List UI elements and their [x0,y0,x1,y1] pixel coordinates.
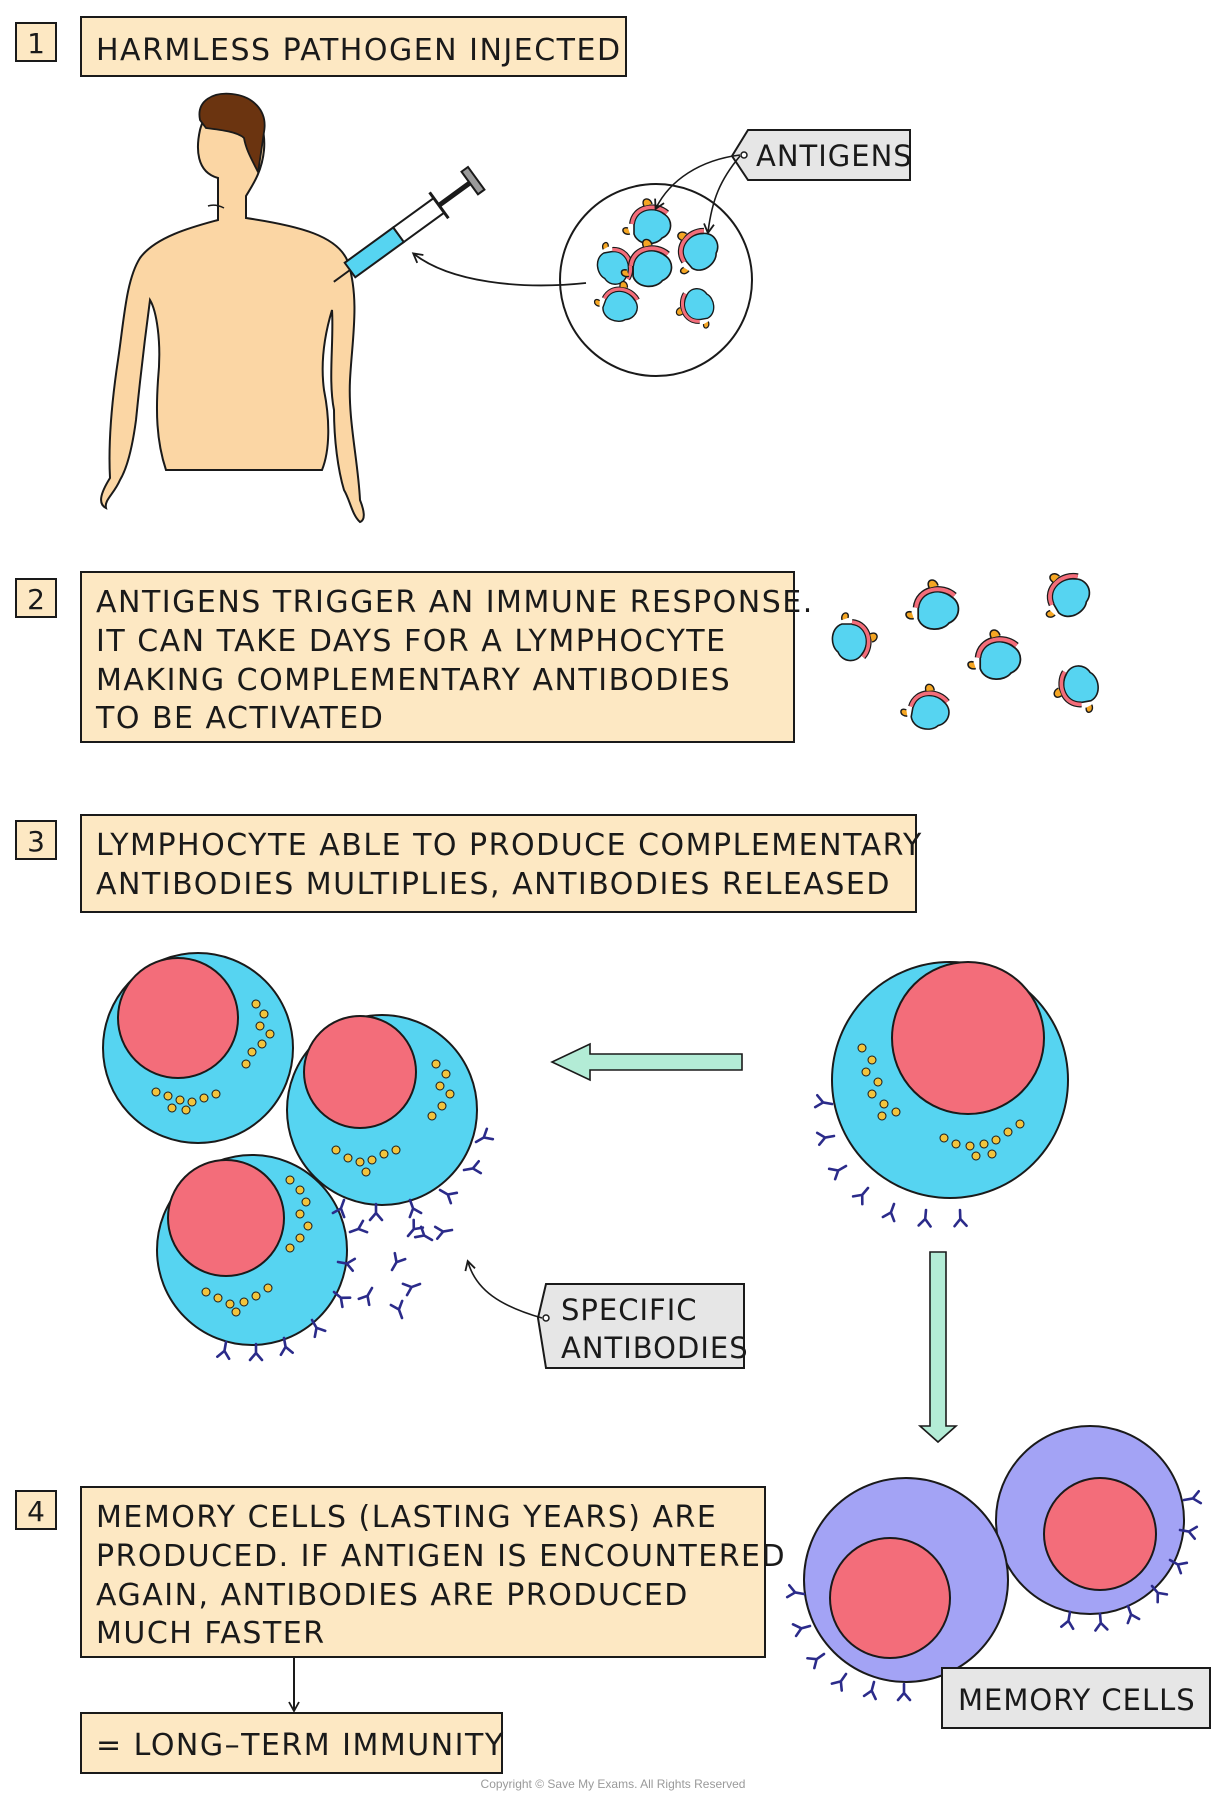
specific-antibodies-label: SPECIFIC [561,1293,698,1327]
step-text-box [80,1486,766,1658]
step-number-box [15,820,57,860]
step-text-line: IT CAN TAKE DAYS FOR A LYMPHOCYTE [96,624,727,659]
step-number-box [15,1490,57,1530]
step-text-line: HARMLESS PATHOGEN INJECTED [96,33,622,68]
plasma-cell [286,1014,478,1206]
multiply-arrow [550,1042,743,1082]
step-number: 1 [27,27,45,60]
step-text-line: LYMPHOCYTE ABLE TO PRODUCE COMPLEMENTARY [96,828,923,863]
specific-antibodies-tag: SPECIFIC ANTIBODIES [536,1283,749,1369]
step-text-line: TO BE ACTIVATED [95,701,384,736]
memory-cell [785,1477,1009,1702]
activated-lymphocyte [813,961,1069,1228]
syringe-illustration [333,165,486,283]
step-text-line: MAKING COMPLEMENTARY ANTIBODIES [96,663,731,698]
result-text: = LONG–TERM IMMUNITY [96,1728,505,1763]
step-2: 2 ANTIGENS TRIGGER AN IMMUNE RESPONSE. I… [15,571,814,743]
step-4: 4 MEMORY CELLS (LASTING YEARS) ARE PRODU… [15,1486,786,1658]
step-1: 1 HARMLESS PATHOGEN INJECTED [15,16,627,77]
plasma-cell [156,1154,348,1346]
antigens-tag: ANTIGENS [730,129,913,181]
step-number-box [15,22,57,62]
step-text-line: AGAIN, ANTIBODIES ARE PRODUCED [96,1578,689,1613]
step-number: 4 [27,1495,45,1528]
result-box: = LONG–TERM IMMUNITY [80,1712,505,1774]
memory-cells-label-box: MEMORY CELLS [941,1667,1211,1729]
step-number: 3 [27,825,45,858]
plasma-cell [102,952,294,1144]
step-3: 3 LYMPHOCYTE ABLE TO PRODUCE COMPLEMENTA… [15,814,923,913]
step-text-line: PRODUCED. IF ANTIGEN IS ENCOUNTERED [96,1539,786,1574]
antigens-pointer [703,155,741,235]
step-text-line: MUCH FASTER [96,1616,326,1651]
step-text-box [80,571,795,743]
copyright-text: Copyright © Save My Exams. All Rights Re… [481,1777,746,1791]
differentiate-arrow [917,1251,959,1444]
antibodies-pointer [464,1259,543,1319]
step-text-line: ANTIGENS TRIGGER AN IMMUNE RESPONSE. [96,585,814,620]
memory-cells-label: MEMORY CELLS [958,1683,1196,1717]
antigens-pointer [654,154,741,211]
antigens-label: ANTIGENS [756,139,913,173]
magnified-pathogens [559,183,753,377]
step-text-box [80,814,917,913]
step-number: 2 [27,583,45,616]
person-illustration [100,92,365,524]
step-number-box [15,578,57,618]
step-text-line: ANTIBODIES MULTIPLIES, ANTIBODIES RELEAS… [96,867,891,902]
memory-cell [995,1425,1203,1632]
specific-antibodies-label: ANTIBODIES [561,1331,749,1365]
magnify-arrow [411,252,587,287]
step-text-line: MEMORY CELLS (LASTING YEARS) ARE [96,1500,717,1535]
step-text-box [80,16,627,77]
free-pathogens [832,562,1102,733]
